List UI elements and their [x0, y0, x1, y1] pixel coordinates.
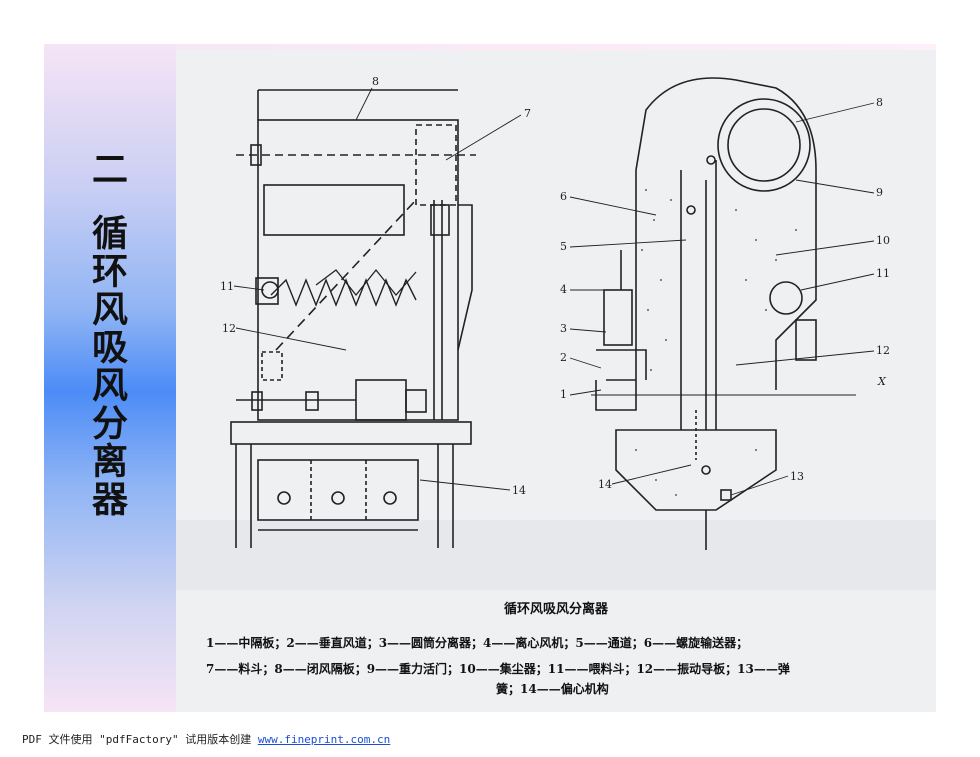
- label-1: 1: [560, 388, 567, 401]
- label-2: 2: [560, 351, 567, 364]
- label-3: 3: [560, 322, 567, 335]
- separator-diagram: 8 7 11 12 14: [176, 75, 936, 590]
- figure-legend-line-1: 1——中隔板；2——垂直风道；3——圆筒分离器；4——离心风机；5——通道；6—…: [206, 636, 749, 650]
- slide-title: 二循环风吸风分离器: [86, 150, 132, 518]
- sidebar-panel: [44, 44, 176, 712]
- label-12: 12: [222, 322, 236, 335]
- label-11r: 11: [876, 267, 890, 280]
- label-10: 10: [876, 234, 890, 247]
- figure-caption-title: 循环风吸风分离器: [503, 602, 608, 617]
- label-14: 14: [512, 484, 526, 497]
- label-x: X: [877, 375, 887, 388]
- label-7: 7: [524, 107, 531, 120]
- label-14r: 14: [598, 478, 612, 491]
- figure-legend-line-3: 簧；14——偏心机构: [496, 682, 609, 696]
- label-9: 9: [876, 186, 883, 199]
- label-12r: 12: [876, 344, 890, 357]
- label-6: 6: [560, 190, 567, 203]
- label-4: 4: [560, 283, 567, 296]
- label-8: 8: [372, 75, 379, 88]
- footer-text: PDF 文件使用 "pdfFactory" 试用版本创建: [22, 733, 258, 746]
- left-leader-lines: [233, 87, 522, 491]
- material-stipple: [635, 189, 797, 496]
- label-5: 5: [560, 240, 567, 253]
- right-leader-lines: [569, 102, 875, 496]
- section-title: 循环风吸风分离器: [86, 214, 127, 518]
- right-labels: 6 5 4 3 2 1 14 8 9 10 11 12 X 13: [560, 96, 890, 491]
- left-machine: [230, 89, 476, 548]
- pdf-footer: PDF 文件使用 "pdfFactory" 试用版本创建 www.finepri…: [22, 731, 390, 747]
- diagram-scan: 8 7 11 12 14: [176, 50, 936, 712]
- label-13: 13: [790, 470, 804, 483]
- label-8r: 8: [876, 96, 883, 109]
- top-accent-band: [44, 44, 936, 50]
- label-11: 11: [220, 280, 234, 293]
- section-number: 二: [86, 150, 127, 188]
- footer-link[interactable]: www.fineprint.com.cn: [257, 733, 391, 746]
- right-machine: [591, 77, 856, 550]
- figure-legend-line-2: 7——料斗；8——闭风隔板；9——重力活门；10——集尘器；11——喂料斗；12…: [206, 662, 790, 676]
- left-labels: 8 7 11 12 14: [220, 75, 531, 497]
- scan-noise: [176, 520, 936, 590]
